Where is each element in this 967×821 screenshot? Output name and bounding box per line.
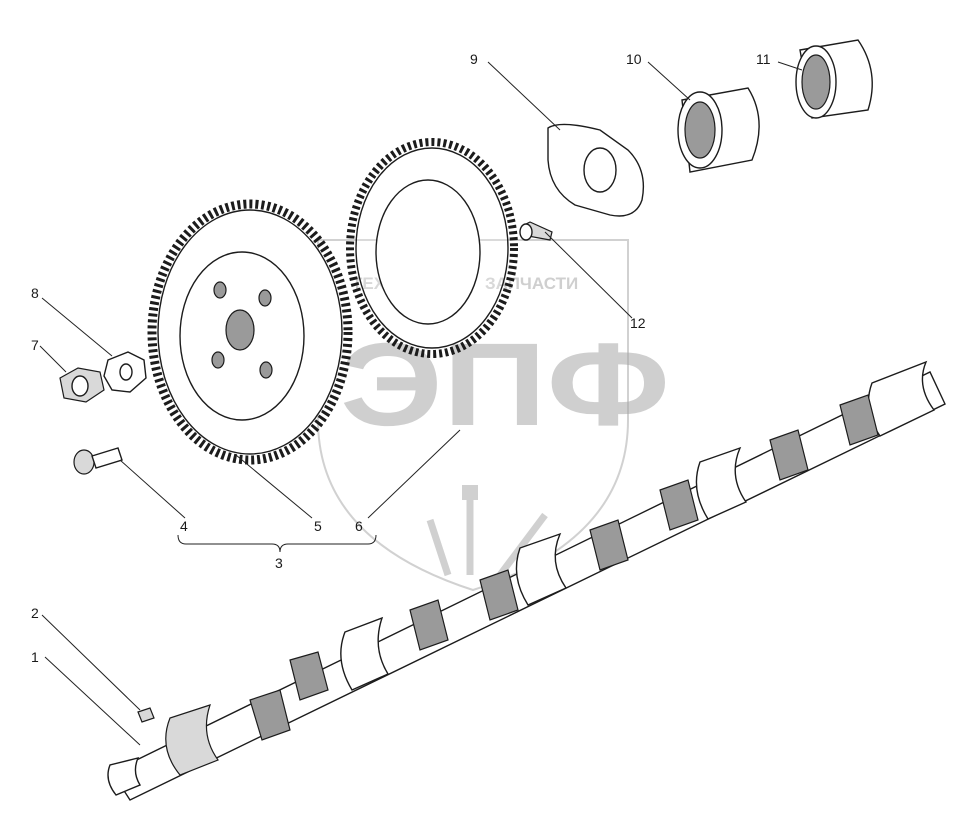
callout-4: 4 xyxy=(180,518,188,534)
camshaft-lobe xyxy=(479,569,519,621)
camshaft-lobe xyxy=(589,519,629,571)
callout-6: 6 xyxy=(355,518,363,534)
lock-washer xyxy=(103,351,147,393)
bushing-11 xyxy=(795,39,873,119)
callout-10: 10 xyxy=(626,51,642,67)
callout-1: 1 xyxy=(31,649,39,665)
callout-8: 8 xyxy=(31,285,39,301)
camshaft-lobe xyxy=(409,599,449,651)
camshaft-lobe xyxy=(769,429,809,481)
gear-ring xyxy=(346,138,518,358)
leader-lines xyxy=(39,61,803,746)
bolt-4 xyxy=(73,447,123,475)
callout-5: 5 xyxy=(314,518,322,534)
callout-7: 7 xyxy=(31,337,39,353)
camshaft-lobe xyxy=(659,479,699,531)
camshaft-lobe xyxy=(289,651,329,701)
camshaft-journal-1 xyxy=(340,616,390,691)
bolt-12 xyxy=(519,221,553,241)
camshaft-lobe xyxy=(839,394,879,446)
camshaft-flange-front xyxy=(165,704,219,776)
camshaft-journal-3 xyxy=(695,446,748,520)
camshaft-journal-2 xyxy=(515,532,568,606)
camshaft-thread-end xyxy=(107,756,142,796)
nut xyxy=(59,367,105,403)
callout-11: 11 xyxy=(756,51,771,67)
callout-12: 12 xyxy=(630,315,646,331)
camshaft-gear xyxy=(147,199,353,465)
callout-2: 2 xyxy=(31,605,39,621)
camshaft-journal-4 xyxy=(867,360,936,437)
camshaft xyxy=(107,360,946,801)
watermark-wheat-icon xyxy=(426,485,548,578)
watermark-shield xyxy=(317,239,629,592)
bushing-10 xyxy=(677,87,760,173)
thrust-flange xyxy=(547,123,645,217)
callout-3: 3 xyxy=(275,555,283,571)
segment-key xyxy=(137,707,155,723)
camshaft-lobe xyxy=(249,689,291,741)
callout-9: 9 xyxy=(470,51,478,67)
callouts: 1 2 3 4 5 6 7 8 9 10 11 12 xyxy=(31,51,771,665)
